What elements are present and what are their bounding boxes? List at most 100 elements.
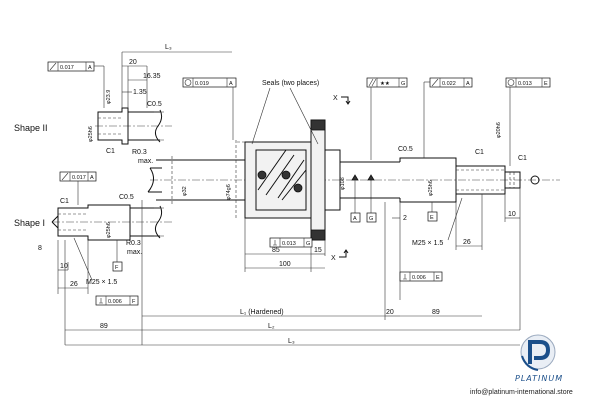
tol-frame-5-ref: A xyxy=(466,81,470,87)
tol-frame-f-value: 0.006 xyxy=(108,299,122,305)
dia-74g6: φ74g6 xyxy=(226,184,232,200)
dim-8: 8 xyxy=(38,245,42,252)
dim-l2: L₂ xyxy=(268,323,275,330)
tol-frame-7 xyxy=(269,237,313,248)
tol-frame-9-value: 0.006 xyxy=(412,275,426,281)
tol-frame-f-ref: F xyxy=(132,299,136,305)
chamfer-c0-5-b: C0.5 xyxy=(119,194,134,201)
position-icon xyxy=(184,79,192,86)
tol-frame-4-ref: G xyxy=(401,81,405,87)
dim-20: 20 xyxy=(129,59,137,66)
section-arrow-top xyxy=(341,96,351,105)
flange-hub xyxy=(325,149,341,211)
platinum-logo xyxy=(520,334,556,371)
shaft-end-hidden xyxy=(509,172,515,188)
datum-a: A xyxy=(353,216,357,222)
shape-ii-break-ticks xyxy=(154,111,164,141)
bearing-journal xyxy=(399,157,457,203)
dim-20-b: 20 xyxy=(386,309,394,316)
shape-i-label: Shape I xyxy=(14,218,45,228)
thread-hidden xyxy=(456,169,505,191)
shape-ii-shaft xyxy=(97,107,129,145)
watermark-brand: PLATINUM xyxy=(515,374,563,383)
tol-frame-4 xyxy=(366,77,408,88)
shape-ii-hidden xyxy=(98,117,122,135)
dim-89-a: 89 xyxy=(100,323,108,330)
tol-frame-1 xyxy=(47,61,95,72)
thread-m25-b: M25 × 1.5 xyxy=(412,240,443,247)
shaft-left-break xyxy=(147,167,162,193)
shape-ii-label: Shape II xyxy=(14,123,48,133)
shaft-left xyxy=(156,159,245,201)
perpendicularity-icon xyxy=(403,274,407,280)
dim-l3-top: L₃ xyxy=(165,44,172,51)
dia-20h6: φ20h6 xyxy=(496,122,502,138)
datum-a-triangle xyxy=(351,174,359,181)
datum-g-box xyxy=(366,212,377,223)
dim-10-b: 10 xyxy=(508,211,516,218)
dim-100: 100 xyxy=(279,261,291,268)
tol-frame-3 xyxy=(182,77,237,88)
nut-hidden xyxy=(235,140,245,220)
tol-frame-6-value: 0.013 xyxy=(518,81,532,87)
dim-2: 2 xyxy=(403,215,407,222)
tol-frame-4-value: ★★ xyxy=(380,80,390,87)
thread-m25-b-leader xyxy=(447,197,463,241)
ball-nut-flange xyxy=(310,119,326,241)
dia-25h6-c: φ25h6 xyxy=(428,180,434,196)
section-x-top: X xyxy=(333,95,338,102)
dia-25h6-a: φ25h6 xyxy=(88,126,94,142)
perpendicularity-icon xyxy=(273,240,277,246)
datum-a-box xyxy=(350,212,361,223)
datum-g: G xyxy=(369,216,373,222)
dim-10-a: 10 xyxy=(60,263,68,270)
chamfer-c1-d: C1 xyxy=(518,155,527,162)
tol-frame-6-ref: E xyxy=(544,81,548,87)
dia-25h6-b: φ25h6 xyxy=(106,222,112,238)
dim-l1-hardened: L₁ (Hardened) xyxy=(240,309,284,316)
max-a: max. xyxy=(138,158,153,165)
tol-frame-3-value: 0.019 xyxy=(195,81,209,87)
tol-frame-1-ref: A xyxy=(88,65,92,71)
tol-frame-5-value: 0.022 xyxy=(442,81,456,87)
thread-m25-a: M25 × 1.5 xyxy=(86,279,117,286)
radius-r0-3-b: R0.3 xyxy=(126,240,141,247)
dim-15: 15 xyxy=(314,247,322,254)
shaft-end xyxy=(505,171,521,189)
watermark-email: info@platinum-international.store xyxy=(470,389,573,396)
datum-e-box xyxy=(427,211,438,222)
ball-circuit xyxy=(257,170,267,180)
seals-note: Seals (two places) xyxy=(262,80,319,87)
tol-frame-f xyxy=(95,295,139,306)
seals-leader-2 xyxy=(289,87,319,145)
tol-frame-2-ref: A xyxy=(90,175,94,181)
shape-i-hidden xyxy=(58,213,88,231)
dia-23-9: φ23.9 xyxy=(106,90,112,104)
datum-f-box xyxy=(112,261,123,272)
dim-1-35: 1.35 xyxy=(133,89,147,96)
shaft-right xyxy=(340,161,400,199)
max-b: max. xyxy=(127,249,142,256)
tol-frame-9-ref: E xyxy=(436,275,440,281)
section-x-bottom: X xyxy=(331,255,336,262)
chamfer-c1-b: C1 xyxy=(60,198,69,205)
center-hole xyxy=(530,175,540,185)
flange-bolt xyxy=(310,229,326,241)
tol-frame-1-value: 0.017 xyxy=(60,65,74,71)
dia-108: φ108 xyxy=(340,177,346,190)
shape-i-break-ticks xyxy=(154,207,164,237)
datum-g-triangle xyxy=(367,174,375,181)
datum-e: E xyxy=(430,215,434,221)
tol-frame-6 xyxy=(505,77,551,88)
ball-nut-body xyxy=(244,141,312,219)
ball-circuit xyxy=(293,183,303,193)
tol-frame-3-ref: A xyxy=(229,81,233,87)
tol-frame-2-value: 0.017 xyxy=(72,175,86,181)
runout-icon xyxy=(49,62,57,71)
dim-l3: L₃ xyxy=(288,338,295,345)
shape-i-center-hole xyxy=(51,215,59,229)
flange-bolt xyxy=(310,119,326,131)
thread-section xyxy=(456,165,506,195)
chamfer-c0-5-c: C0.5 xyxy=(398,146,413,153)
